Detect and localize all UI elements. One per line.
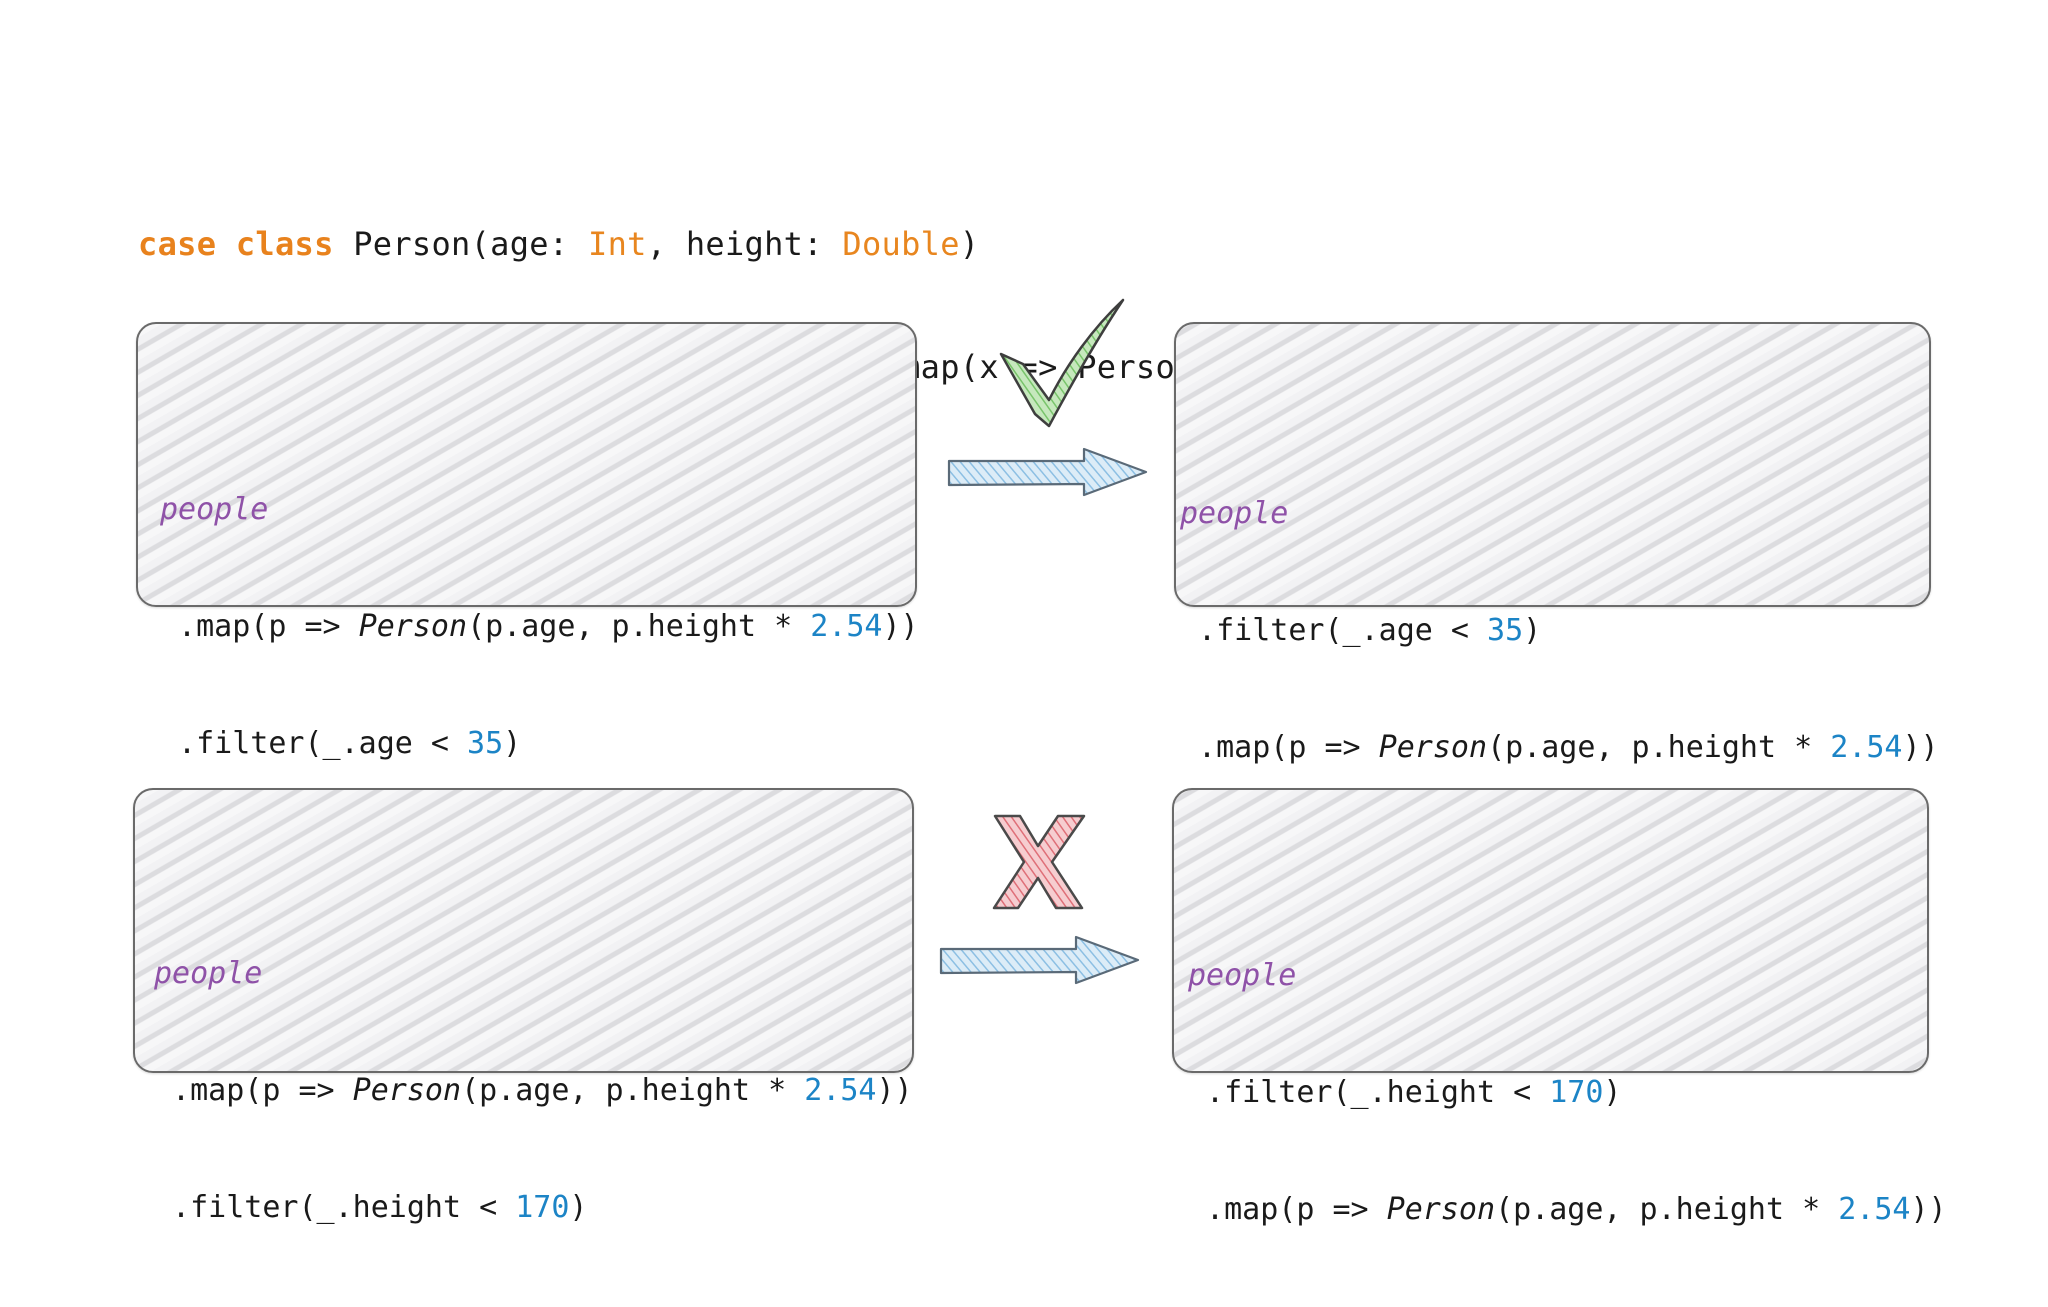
code-token: .filter(_.height < (154, 1190, 516, 1225)
code-line: .map(p => Person(p.age, p.height * 2.54)… (154, 1071, 913, 1110)
code-token: people (1180, 496, 1289, 531)
code-token: Double (842, 225, 960, 263)
code-token: people (154, 956, 263, 991)
code-line: .filter(_.age < 35) (1180, 611, 1939, 650)
code-token: 2.54 (804, 1073, 877, 1108)
code-token: case class (138, 225, 334, 263)
code-line: people (160, 490, 919, 529)
code-token: , height: (646, 225, 843, 263)
code-token: )) (1910, 1192, 1947, 1227)
code-token: ) (569, 1190, 588, 1225)
code-token: 170 (515, 1190, 570, 1225)
code-token: .map(p => (1188, 1192, 1387, 1227)
code-token: people (160, 492, 269, 527)
code-box-top-left: people .map(p => Person(p.age, p.height … (136, 322, 919, 761)
code-token: .filter(_.height < (1188, 1075, 1550, 1110)
code-token: .filter(_.age < (160, 726, 468, 761)
code-block: people .filter(_.height < 170) .map(p =>… (1188, 878, 1947, 1307)
code-token: ) (959, 225, 980, 263)
code-block: people .map(p => Person(p.age, p.height … (160, 412, 919, 841)
code-token: )) (882, 609, 919, 644)
code-line: people (154, 954, 913, 993)
code-token: 170 (1549, 1075, 1604, 1110)
code-box-top-right: people .filter(_.age < 35) .map(p => Per… (1174, 322, 1939, 765)
code-line: .map(p => Person(p.age, p.height * 2.54)… (1188, 1190, 1947, 1229)
code-token: people (1188, 958, 1297, 993)
code-box-bottom-right: people .filter(_.height < 170) .map(p =>… (1172, 788, 1947, 1227)
code-token: .filter(_.age < (1180, 613, 1488, 648)
cross-icon (992, 814, 1086, 910)
code-token: 35 (467, 726, 504, 761)
code-token: Person (1378, 730, 1488, 765)
code-token: .map(p => (154, 1073, 353, 1108)
code-token: (p.age, p.height * (1487, 730, 1831, 765)
code-token: Int (588, 225, 647, 263)
code-token: 2.54 (1830, 730, 1903, 765)
code-line: .filter(_.height < 170) (1188, 1073, 1947, 1112)
code-block: people .map(p => Person(p.age, p.height … (154, 876, 913, 1305)
checkmark-icon (999, 298, 1125, 428)
code-block: people .filter(_.age < 35) .map(p => Per… (1180, 416, 1939, 845)
code-token: )) (876, 1073, 913, 1108)
code-token: ) (1603, 1075, 1622, 1110)
right-arrow-icon (939, 935, 1140, 985)
code-token: (p.age, p.height * (1495, 1192, 1839, 1227)
code-token: Person(age: (333, 225, 589, 263)
code-line: .filter(_.height < 170) (154, 1188, 913, 1227)
right-arrow-icon (947, 447, 1148, 497)
code-box-bottom-left: people .map(p => Person(p.age, p.height … (133, 788, 914, 1225)
code-line: people (1180, 494, 1939, 533)
code-token: 2.54 (1838, 1192, 1911, 1227)
code-token: (p.age, p.height * (467, 609, 811, 644)
code-token: ) (1523, 613, 1542, 648)
code-token: .map(p => (160, 609, 359, 644)
code-token: (p.age, p.height * (461, 1073, 805, 1108)
code-token: 35 (1487, 613, 1524, 648)
code-token: Person (1386, 1192, 1496, 1227)
code-line: .map(p => Person(p.age, p.height * 2.54)… (1180, 728, 1939, 767)
code-token: ) (503, 726, 522, 761)
code-line: .map(p => Person(p.age, p.height * 2.54)… (160, 607, 919, 646)
code-token: Person (358, 609, 468, 644)
code-token: 2.54 (810, 609, 883, 644)
code-token: )) (1902, 730, 1939, 765)
code-line: people (1188, 956, 1947, 995)
code-line: .filter(_.age < 35) (160, 724, 919, 763)
code-token: Person (352, 1073, 462, 1108)
code-token: .map(p => (1180, 730, 1379, 765)
header-line-1: case class Person(age: Int, height: Doub… (138, 224, 1351, 265)
